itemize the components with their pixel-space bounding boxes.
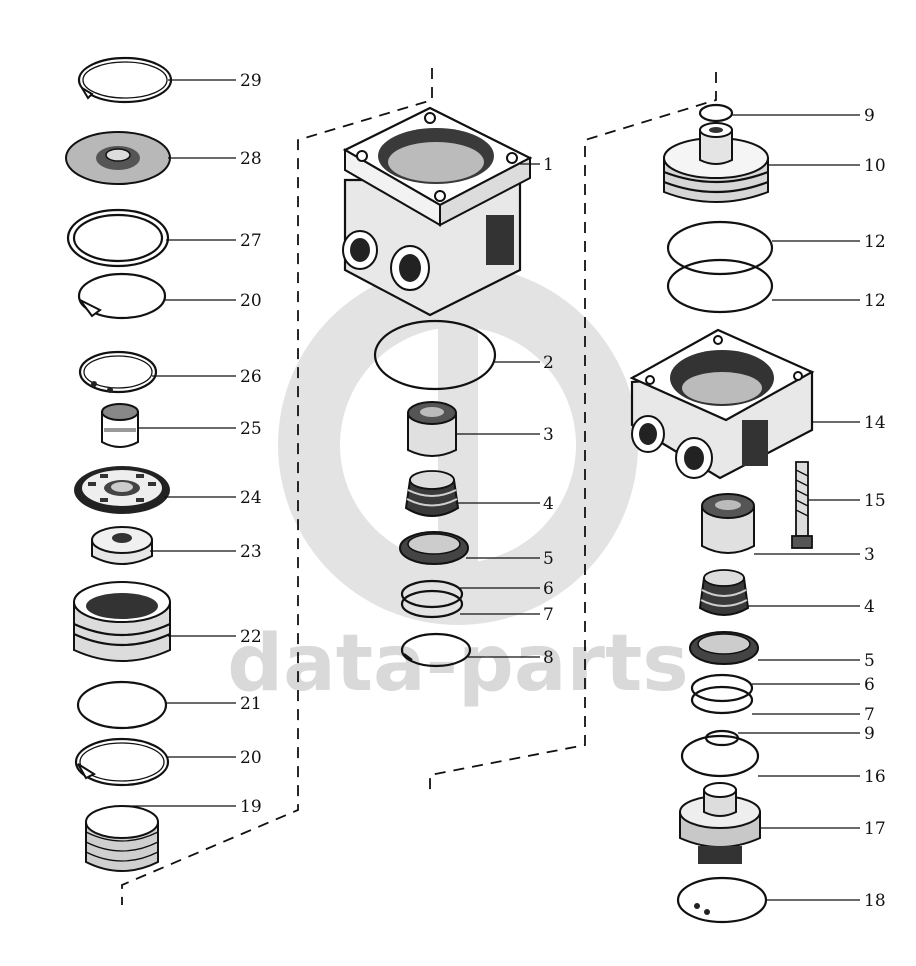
part-25-plunger (101, 403, 139, 448)
part-5-cup-seal-right (689, 631, 759, 665)
part-16-o-ring (680, 734, 760, 778)
part-23-valve-disc (91, 526, 153, 565)
part-28-cover-cup (65, 131, 171, 185)
leader-lines (124, 79, 860, 901)
part-8-retaining-ring (400, 632, 472, 668)
part-20-snap-ring-lower (74, 737, 170, 787)
callout-19: 19 (240, 797, 262, 817)
callouts-center: 1 2 3 4 5 6 7 8 (543, 155, 554, 668)
part-5-cup-seal-center (399, 531, 469, 565)
callout-24: 24 (240, 488, 262, 508)
callouts-right: 9 10 12 12 14 15 3 4 5 6 7 9 16 17 18 (864, 106, 886, 911)
part-27-seal-ring (66, 208, 170, 268)
callout-22: 22 (240, 627, 262, 647)
part-3-bushing-right (701, 493, 755, 554)
callout-3-right: 3 (864, 545, 875, 565)
callout-2: 2 (543, 353, 554, 373)
callout-9-lower: 9 (864, 724, 875, 744)
callout-3-center: 3 (543, 425, 554, 445)
callout-18: 18 (864, 891, 886, 911)
part-10-piston-upper (663, 122, 769, 203)
part-4-spring-center (404, 470, 460, 517)
callout-5-right: 5 (864, 651, 875, 671)
part-17-plug (679, 782, 761, 864)
callout-12-lower: 12 (864, 291, 886, 311)
callout-7-right: 7 (864, 705, 875, 725)
part-14-valve-body (629, 328, 815, 480)
callout-4-right: 4 (864, 597, 875, 617)
callout-28: 28 (240, 149, 262, 169)
callout-5-center: 5 (543, 549, 554, 569)
part-3-bushing-center (407, 401, 457, 457)
callouts-left: 29 28 27 20 26 25 24 23 22 21 20 19 (240, 71, 262, 817)
callout-15: 15 (864, 491, 886, 511)
part-26-circlip (78, 350, 158, 394)
callout-20-lower: 20 (240, 748, 262, 768)
callout-1: 1 (543, 155, 554, 175)
part-9-o-ring-small-upper (698, 103, 734, 123)
part-6-7-washers-right (690, 673, 754, 715)
part-29-snap-ring (77, 56, 173, 104)
part-12-o-rings (666, 220, 774, 314)
part-6-7-washers-center (400, 579, 464, 619)
part-19-spring (85, 805, 159, 872)
callout-21: 21 (240, 694, 262, 714)
callout-6-center: 6 (543, 579, 554, 599)
callout-10: 10 (864, 156, 886, 176)
callout-16: 16 (864, 767, 886, 787)
callout-4-center: 4 (543, 494, 554, 514)
callout-20-upper: 20 (240, 291, 262, 311)
assembly-guide-lines (121, 68, 717, 905)
callout-23: 23 (240, 542, 262, 562)
part-18-snap-ring (676, 876, 768, 924)
part-2-o-ring (373, 319, 497, 391)
part-15-bolt (791, 461, 813, 549)
callout-17: 17 (864, 819, 886, 839)
callout-26: 26 (240, 367, 262, 387)
watermark-text: data-parts (227, 619, 688, 709)
callout-9-upper: 9 (864, 106, 875, 126)
part-24-spring-plate (74, 466, 170, 514)
callout-25: 25 (240, 419, 262, 439)
callout-6-right: 6 (864, 675, 875, 695)
callout-12-upper: 12 (864, 232, 886, 252)
callout-29: 29 (240, 71, 262, 91)
watermark: data-parts (227, 265, 689, 709)
part-22-piston (73, 581, 171, 662)
part-20-snap-ring-upper (77, 272, 167, 320)
part-1-valve-housing (342, 106, 533, 317)
callout-27: 27 (240, 231, 262, 251)
callout-8: 8 (543, 648, 554, 668)
callout-14: 14 (864, 413, 886, 433)
part-21-o-ring (76, 680, 168, 730)
callout-7-center: 7 (543, 605, 554, 625)
part-4-spring-right (698, 569, 750, 616)
